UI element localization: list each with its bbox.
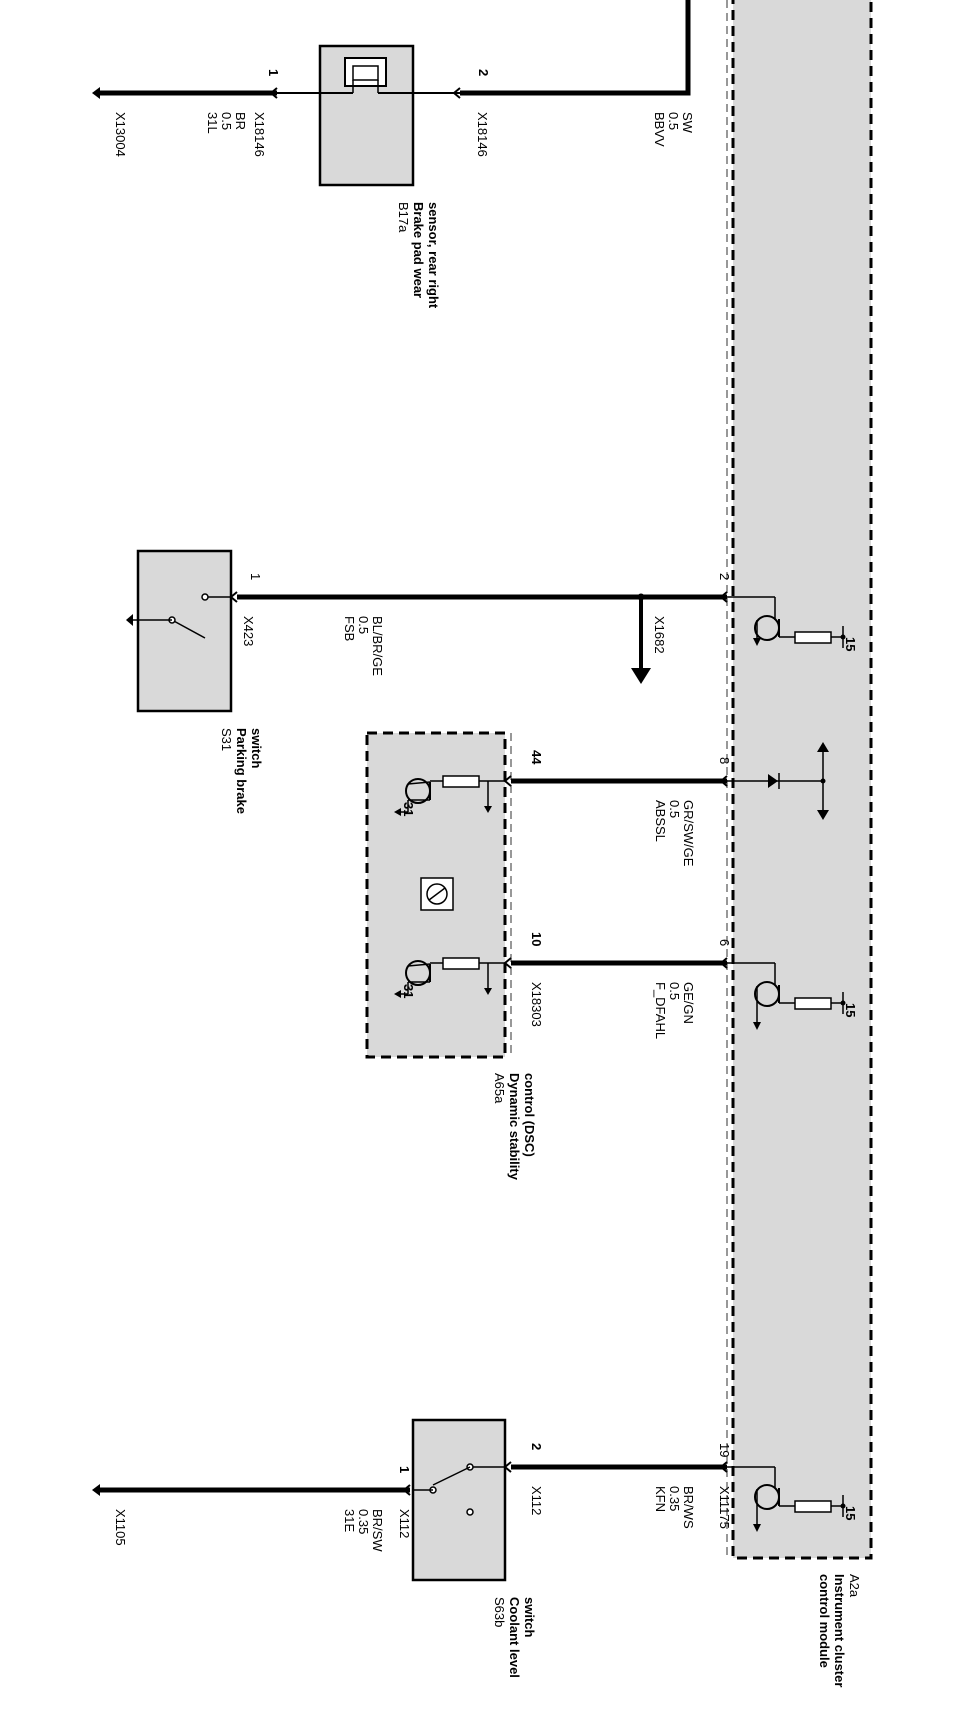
kfn-conn-module: X11175 bbox=[717, 1486, 732, 1529]
svg-text:A65a: A65a bbox=[492, 1073, 507, 1104]
module-a2a bbox=[726, 0, 873, 1560]
svg-text:0.5: 0.5 bbox=[356, 616, 371, 634]
wire-abssl bbox=[503, 775, 728, 787]
svg-text:FSB: FSB bbox=[342, 616, 357, 641]
svg-text:control (DSC): control (DSC) bbox=[522, 1073, 537, 1157]
svg-text:0.5: 0.5 bbox=[666, 112, 681, 130]
svg-text:BR/WS: BR/WS bbox=[681, 1486, 696, 1529]
wire-bbvv bbox=[452, 0, 691, 99]
svg-text:Brake pad wear: Brake pad wear bbox=[411, 202, 426, 298]
svg-text:SW: SW bbox=[680, 112, 695, 134]
arrow-down-icon bbox=[631, 668, 651, 684]
component-s31 bbox=[126, 549, 233, 713]
s31-pin: 1 bbox=[248, 573, 263, 580]
svg-text:31L: 31L bbox=[205, 112, 220, 134]
s63b-pin-out: 1 bbox=[397, 1466, 412, 1473]
fsb-conn-module: X1682 bbox=[652, 616, 667, 654]
wire-fsb-label: FSB 0.5 BL/BR/GE bbox=[342, 616, 385, 676]
svg-text:KFN: KFN bbox=[653, 1486, 668, 1512]
component-a65a bbox=[365, 731, 512, 1059]
module-a2a-label: A2a Instrument cluster control module bbox=[817, 1574, 862, 1687]
a2a-circuit-pin8 bbox=[727, 742, 829, 820]
abssl-pin-dsc: 44 bbox=[529, 750, 544, 765]
a65a-conn: X18303 bbox=[529, 982, 544, 1027]
wire-31l bbox=[92, 87, 460, 99]
s31-label: S31 Parking brake switch bbox=[219, 728, 264, 814]
svg-text:BR: BR bbox=[233, 112, 248, 130]
a2a-circuit-pin2 bbox=[727, 596, 846, 648]
svg-text:0.35: 0.35 bbox=[667, 1486, 682, 1511]
b17a-pin-1: 1 bbox=[266, 69, 281, 76]
svg-text:0.5: 0.5 bbox=[667, 800, 682, 818]
wire-31l-label: 31L 0.5 BR bbox=[205, 112, 248, 134]
b17a-pin-2: 2 bbox=[476, 69, 491, 76]
wire-31e bbox=[92, 1484, 411, 1496]
s63b-label: S63b Coolant level switch bbox=[492, 1597, 537, 1678]
component-b17a bbox=[318, 44, 415, 187]
b17a-conn-right: X18146 bbox=[475, 112, 490, 157]
wire-fdfahl-label: F_DFAHL 0.5 GE/GN bbox=[653, 982, 696, 1039]
a2a-id: A2a bbox=[847, 1574, 862, 1598]
svg-text:S63b: S63b bbox=[492, 1597, 507, 1627]
wire-fsb bbox=[229, 591, 728, 684]
svg-text:0.5: 0.5 bbox=[219, 112, 234, 130]
svg-text:ABSSL: ABSSL bbox=[653, 800, 668, 842]
fdfahl-pin-module: 6 bbox=[717, 939, 732, 946]
svg-text:GR/SW/GE: GR/SW/GE bbox=[681, 800, 696, 867]
svg-text:0.5: 0.5 bbox=[667, 982, 682, 1000]
ground-x1105: X1105 bbox=[113, 1509, 128, 1546]
s31-conn: X423 bbox=[241, 616, 256, 646]
svg-text:GE/GN: GE/GN bbox=[681, 982, 696, 1024]
svg-text:switch: switch bbox=[522, 1597, 537, 1638]
supply-15-b: 15 bbox=[843, 1003, 858, 1017]
supply-15-c: 15 bbox=[843, 1506, 858, 1520]
svg-text:S31: S31 bbox=[219, 728, 234, 751]
s63b-conn-in: X112 bbox=[529, 1486, 544, 1515]
s63b-pin-in: 2 bbox=[529, 1443, 544, 1450]
a2a-name-2: control module bbox=[817, 1574, 832, 1668]
abssl-pin-module: 8 bbox=[717, 757, 732, 764]
svg-text:BL/BR/GE: BL/BR/GE bbox=[370, 616, 385, 676]
svg-text:B17a: B17a bbox=[396, 202, 411, 233]
wire-f-dfahl bbox=[503, 957, 728, 969]
ground-x13004: X13004 bbox=[113, 112, 128, 157]
svg-text:switch: switch bbox=[249, 728, 264, 769]
component-s63b bbox=[411, 1418, 507, 1582]
svg-text:Coolant level: Coolant level bbox=[507, 1597, 522, 1678]
fsb-pin-module: 2 bbox=[717, 573, 732, 580]
fdfahl-pin-dsc: 10 bbox=[529, 932, 544, 946]
a2a-name-1: Instrument cluster bbox=[832, 1574, 847, 1687]
svg-text:31E: 31E bbox=[342, 1509, 357, 1532]
a65a-gnd1: 31 bbox=[401, 802, 416, 816]
a65a-gnd2: 31 bbox=[401, 984, 416, 998]
supply-15-a: 15 bbox=[843, 637, 858, 651]
svg-text:F_DFAHL: F_DFAHL bbox=[653, 982, 668, 1039]
svg-text:Dynamic stability: Dynamic stability bbox=[507, 1073, 522, 1181]
a65a-label: A65a Dynamic stability control (DSC) bbox=[492, 1073, 537, 1181]
a2a-circuit-pin6 bbox=[727, 962, 846, 1030]
wire-kfn-label: KFN 0.35 BR/WS bbox=[653, 1486, 696, 1529]
svg-text:sensor, rear right: sensor, rear right bbox=[426, 202, 441, 309]
a2a-circuit-pin19 bbox=[727, 1466, 846, 1532]
ground-icon bbox=[92, 1484, 100, 1496]
wire-31e-label: 31E 0.35 BR/SW bbox=[342, 1509, 385, 1552]
wire-bbvv-label: BBVV 0.5 SW bbox=[652, 112, 695, 147]
svg-text:0.35: 0.35 bbox=[356, 1509, 371, 1534]
b17a-label: B17a Brake pad wear sensor, rear right bbox=[396, 202, 441, 309]
s63b-conn-out: X112 bbox=[397, 1509, 412, 1538]
b17a-conn-left: X18146 bbox=[252, 112, 267, 157]
ground-icon bbox=[92, 87, 100, 99]
svg-text:Parking brake: Parking brake bbox=[234, 728, 249, 814]
kfn-pin-module: 19 bbox=[717, 1443, 732, 1457]
wire-abssl-label: ABSSL 0.5 GR/SW/GE bbox=[653, 800, 696, 867]
wire-kfn bbox=[503, 1461, 728, 1473]
svg-text:BBVV: BBVV bbox=[652, 112, 667, 147]
svg-text:BR/SW: BR/SW bbox=[370, 1509, 385, 1552]
